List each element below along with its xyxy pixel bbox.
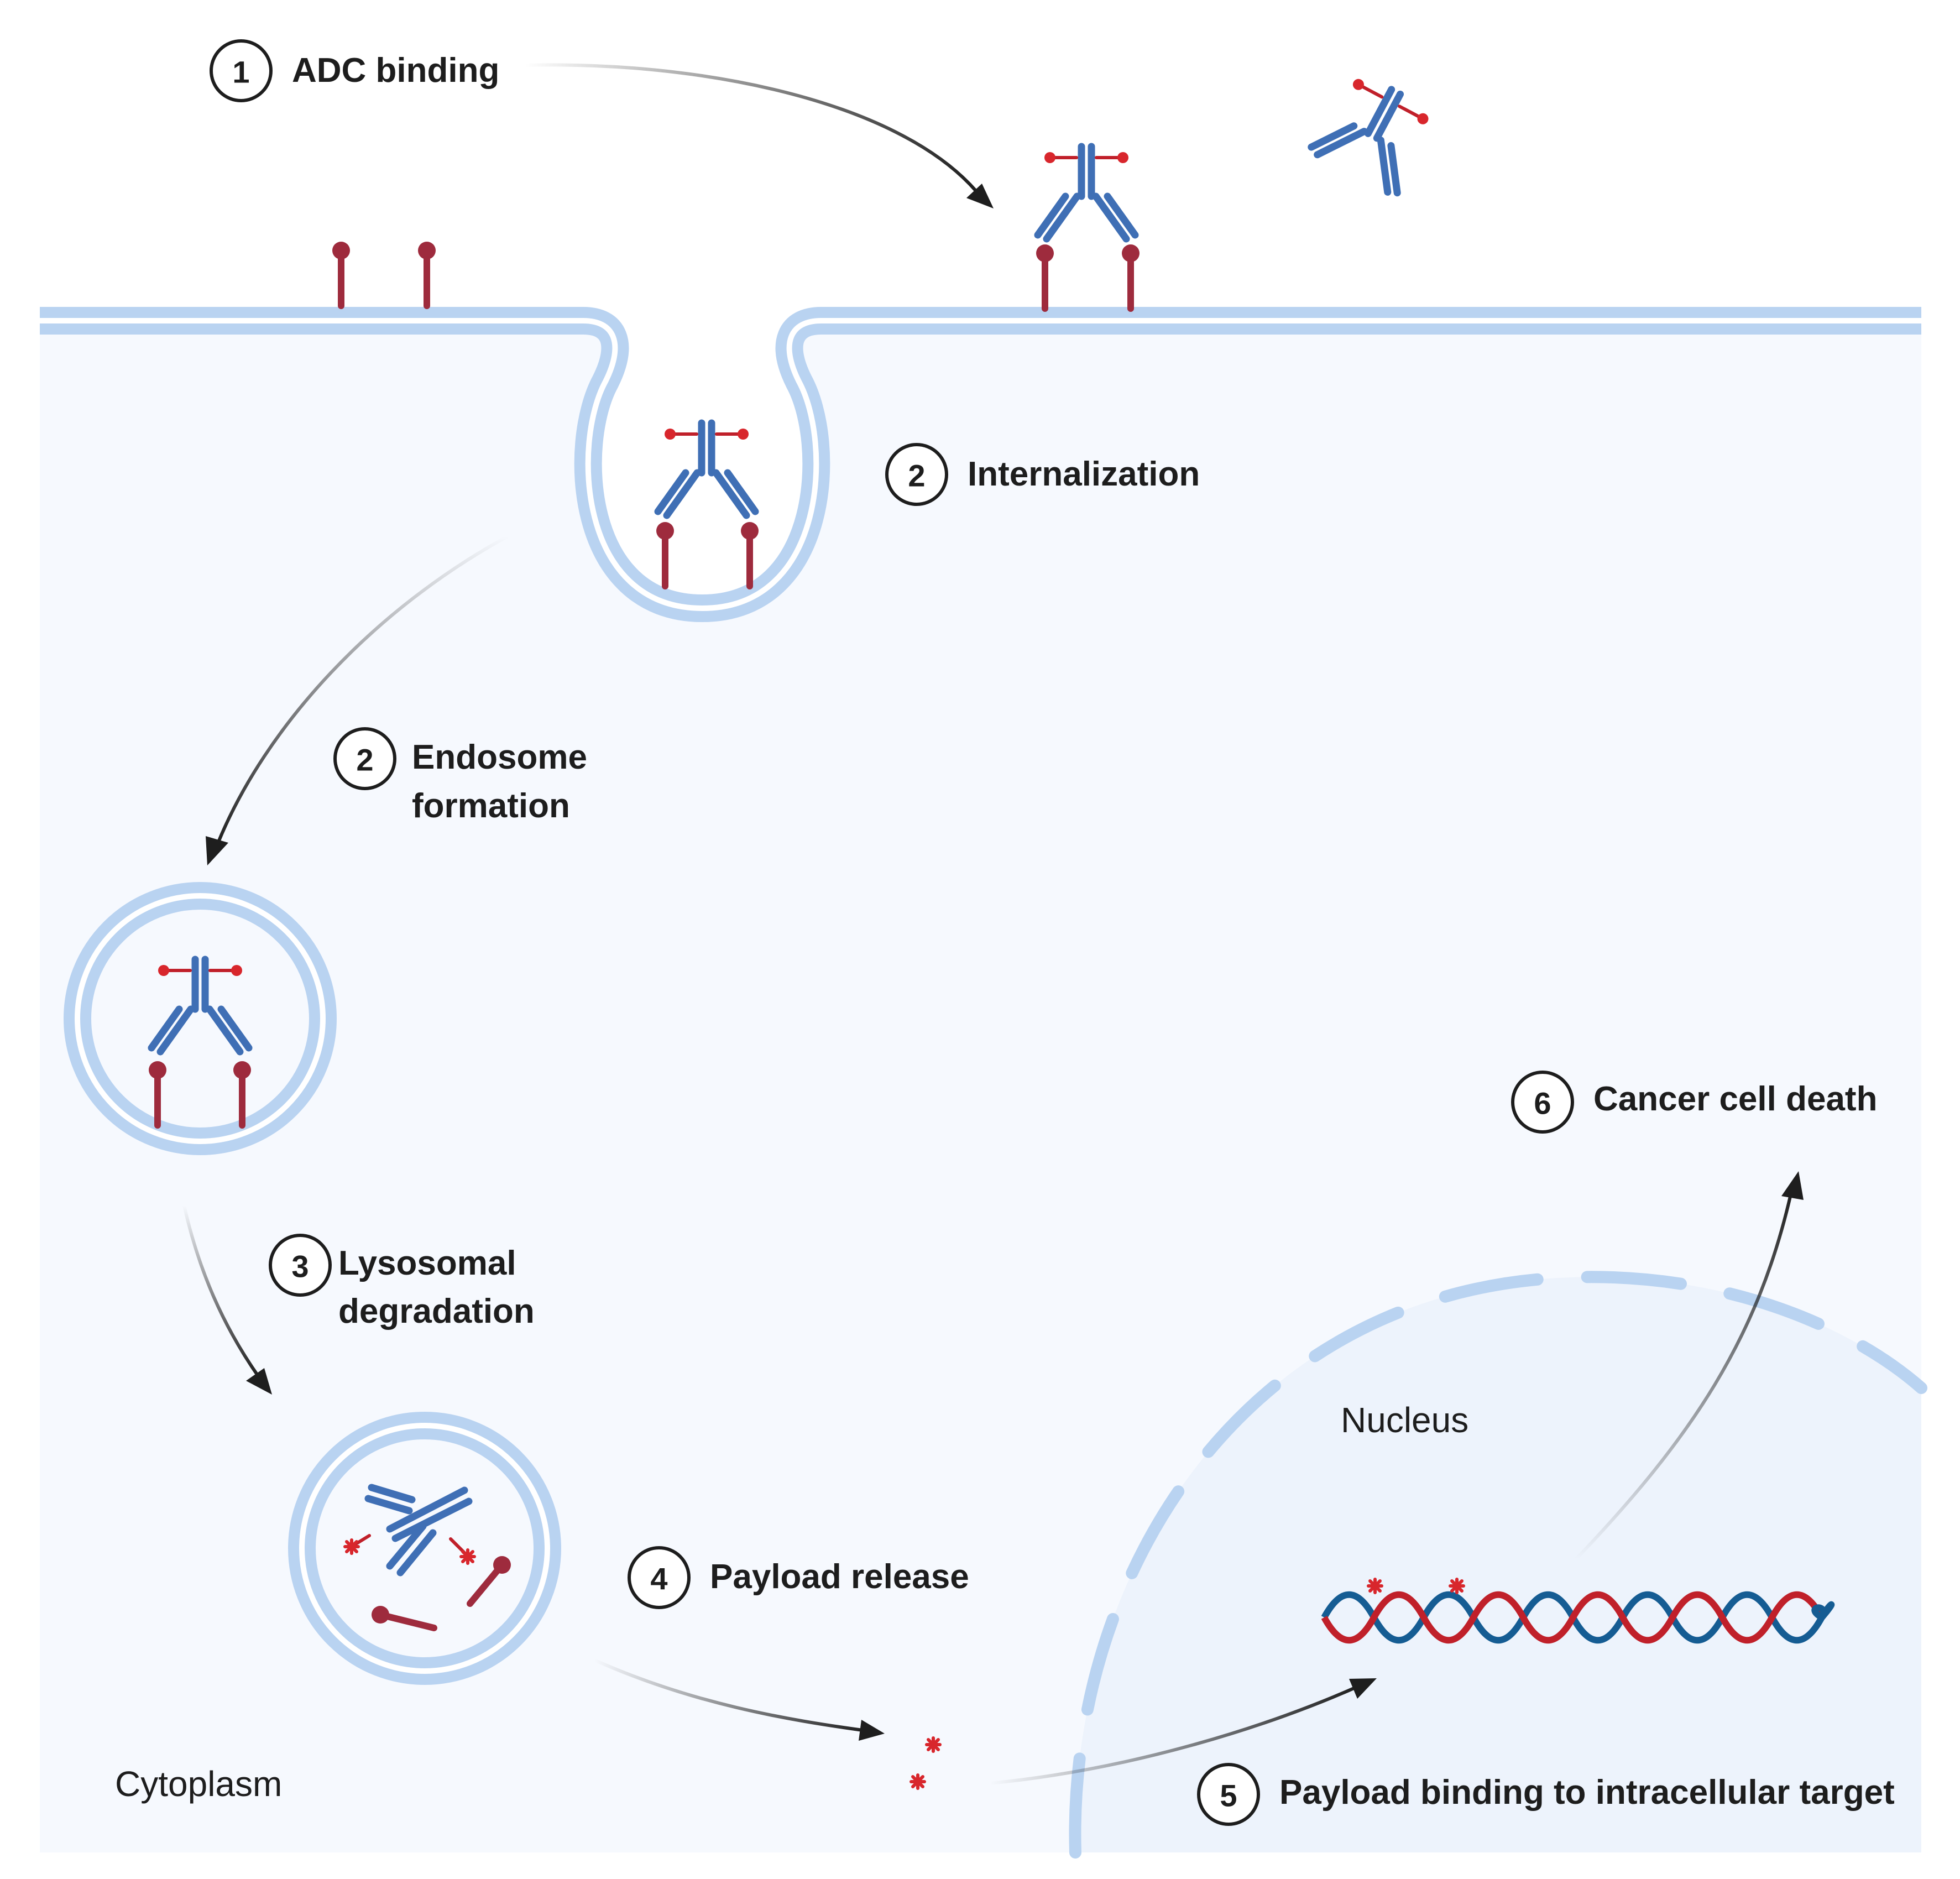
step-5-label: Payload binding to intracellular target bbox=[1279, 1773, 1895, 1812]
arrow-binding bbox=[525, 63, 978, 192]
arrowhead-death bbox=[1781, 1171, 1804, 1200]
arrow-lysosome bbox=[182, 1205, 260, 1378]
step-6: 6 Cancer cell death bbox=[1511, 1071, 1877, 1134]
step-1-label: ADC binding bbox=[292, 51, 499, 90]
step-6-label: Cancer cell death bbox=[1593, 1080, 1877, 1118]
arrow-endosome bbox=[215, 535, 509, 847]
step-4: 4 Payload release bbox=[628, 1546, 969, 1609]
step-1-number: 1 bbox=[232, 55, 249, 90]
bound-adc-surface bbox=[1036, 147, 1140, 309]
step-3-label-line2: degradation bbox=[338, 1292, 535, 1330]
arrows bbox=[182, 63, 1804, 1785]
nucleus-label: Nucleus bbox=[1341, 1400, 1468, 1440]
arrow-release bbox=[593, 1658, 867, 1732]
step-2b-number: 2 bbox=[356, 743, 373, 777]
free-adc bbox=[1309, 69, 1439, 196]
receptor-unbound bbox=[332, 242, 436, 306]
step-2b-label-line2: formation bbox=[412, 787, 570, 825]
nucleus-area bbox=[1075, 1277, 1921, 1852]
step-5: 5 Payload binding to intracellular targe… bbox=[1197, 1763, 1895, 1826]
nucleus bbox=[1069, 1271, 1927, 1859]
step-3-label-line1: Lysosomal bbox=[338, 1244, 516, 1282]
step-3-number: 3 bbox=[291, 1249, 309, 1284]
step-6-number: 6 bbox=[1534, 1086, 1551, 1121]
step-4-label: Payload release bbox=[710, 1558, 969, 1596]
arrowhead-endosome bbox=[206, 836, 228, 865]
dna-helix bbox=[1321, 1579, 1835, 1644]
internalizing-adc bbox=[656, 423, 759, 586]
step-4-number: 4 bbox=[650, 1562, 667, 1596]
nuclear-envelope bbox=[1069, 1271, 1927, 1859]
step-5-number: 5 bbox=[1220, 1778, 1237, 1813]
step-2b-label-line1: Endosome bbox=[412, 738, 587, 776]
step-2-endosome: 2 Endosome formation bbox=[333, 727, 587, 825]
step-2-number: 2 bbox=[908, 458, 925, 493]
step-3: 3 Lysosomal degradation bbox=[269, 1234, 535, 1330]
arrowhead-target bbox=[1349, 1678, 1377, 1699]
arrowhead-release bbox=[859, 1720, 885, 1741]
arrowhead-binding bbox=[966, 184, 994, 208]
step-1: 1 ADC binding bbox=[210, 39, 499, 102]
arrow-target bbox=[989, 1684, 1361, 1785]
arrow-death bbox=[1574, 1191, 1793, 1561]
cytoplasm-label: Cytoplasm bbox=[115, 1764, 282, 1804]
lysosome bbox=[288, 1412, 561, 1685]
arrowhead-lysosome bbox=[246, 1368, 272, 1395]
step-2-label: Internalization bbox=[968, 455, 1200, 493]
endosome bbox=[64, 882, 337, 1155]
step-2-internalization: 2 Internalization bbox=[885, 443, 1200, 506]
